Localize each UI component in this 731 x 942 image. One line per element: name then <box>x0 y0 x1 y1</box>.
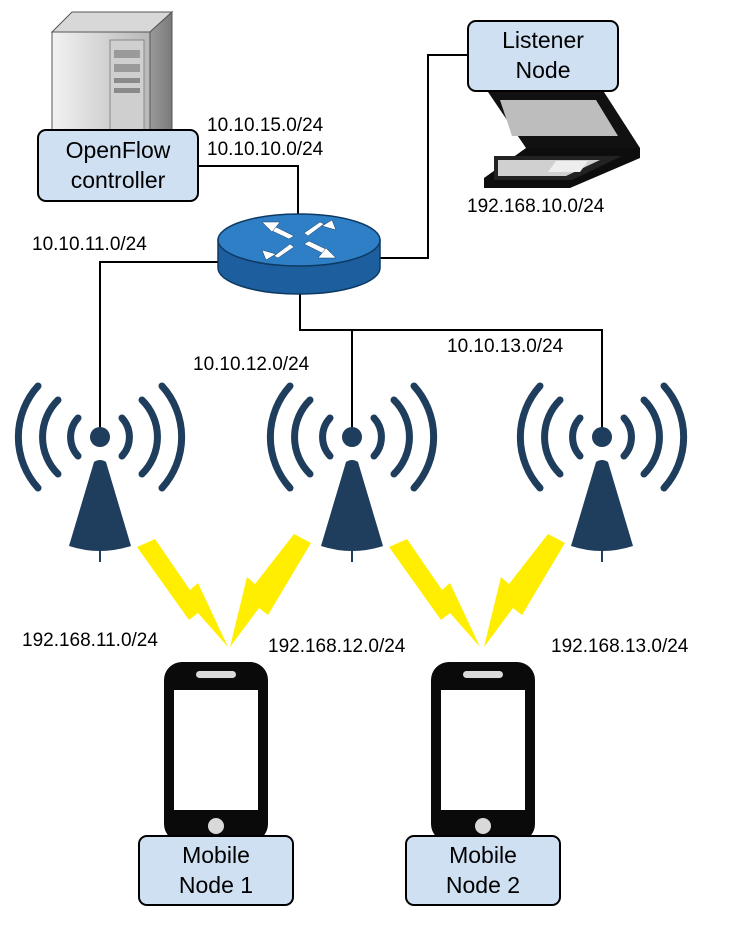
link-router-ap1 <box>99 261 230 432</box>
lightning-bolt-icon <box>389 539 480 647</box>
subnet-label-controller-a: 10.10.15.0/24 <box>207 115 324 136</box>
subnet-label-wlan3: 192.168.13.0/24 <box>551 636 689 657</box>
laptop-icon <box>484 92 640 188</box>
listener-label-line2: Node <box>515 57 571 83</box>
wireless-links <box>137 534 565 647</box>
subnet-label-ap2-backhaul: 10.10.12.0/24 <box>193 354 310 375</box>
mobile-node-2: Mobile Node 2 <box>405 835 561 906</box>
access-point-1 <box>14 382 186 562</box>
lightning-bolt-icon <box>230 534 311 647</box>
wireless-antenna-icon <box>516 382 688 562</box>
wired-links <box>99 54 603 432</box>
router-icon <box>217 213 381 295</box>
subnet-label-wlan1: 192.168.11.0/24 <box>22 630 158 651</box>
wireless-antenna-icon <box>14 382 186 562</box>
access-point-3 <box>516 382 688 562</box>
lightning-bolt-icon <box>484 534 565 647</box>
subnet-label-listener: 192.168.10.0/24 <box>467 196 605 217</box>
lightning-bolt-icon <box>137 539 228 647</box>
smartphone-icon <box>431 662 535 842</box>
listener-node: Listener Node <box>467 20 619 92</box>
wireless-antenna-icon <box>266 382 438 562</box>
link-controller-router <box>198 165 299 215</box>
subnet-label-wlan2: 192.168.12.0/24 <box>268 636 406 657</box>
mobile1-label-line2: Node 1 <box>178 871 254 898</box>
listener-label-line1: Listener <box>502 27 584 54</box>
subnet-label-controller-b: 10.10.10.0/24 <box>207 139 324 160</box>
subnet-label-ap3-backhaul: 10.10.13.0/24 <box>447 336 564 357</box>
link-router-ap2 <box>299 290 353 432</box>
mobile2-label-line1: Mobile <box>449 841 517 868</box>
mobile1-label-line1: Mobile <box>182 841 250 868</box>
controller-label-line1: OpenFlow <box>65 136 171 163</box>
access-point-2 <box>266 382 438 562</box>
link-listener-router <box>380 54 468 259</box>
server-tower-icon <box>50 10 174 150</box>
controller-label-line2: controller <box>70 166 166 193</box>
mobile2-label-line2: Node 2 <box>445 871 521 898</box>
mobile-node-1: Mobile Node 1 <box>138 835 294 906</box>
subnet-label-ap1-backhaul: 10.10.11.0/24 <box>32 234 147 255</box>
openflow-controller-node: OpenFlow controller <box>37 129 199 202</box>
smartphone-icon <box>164 662 268 842</box>
link-router-ap3 <box>352 329 603 432</box>
